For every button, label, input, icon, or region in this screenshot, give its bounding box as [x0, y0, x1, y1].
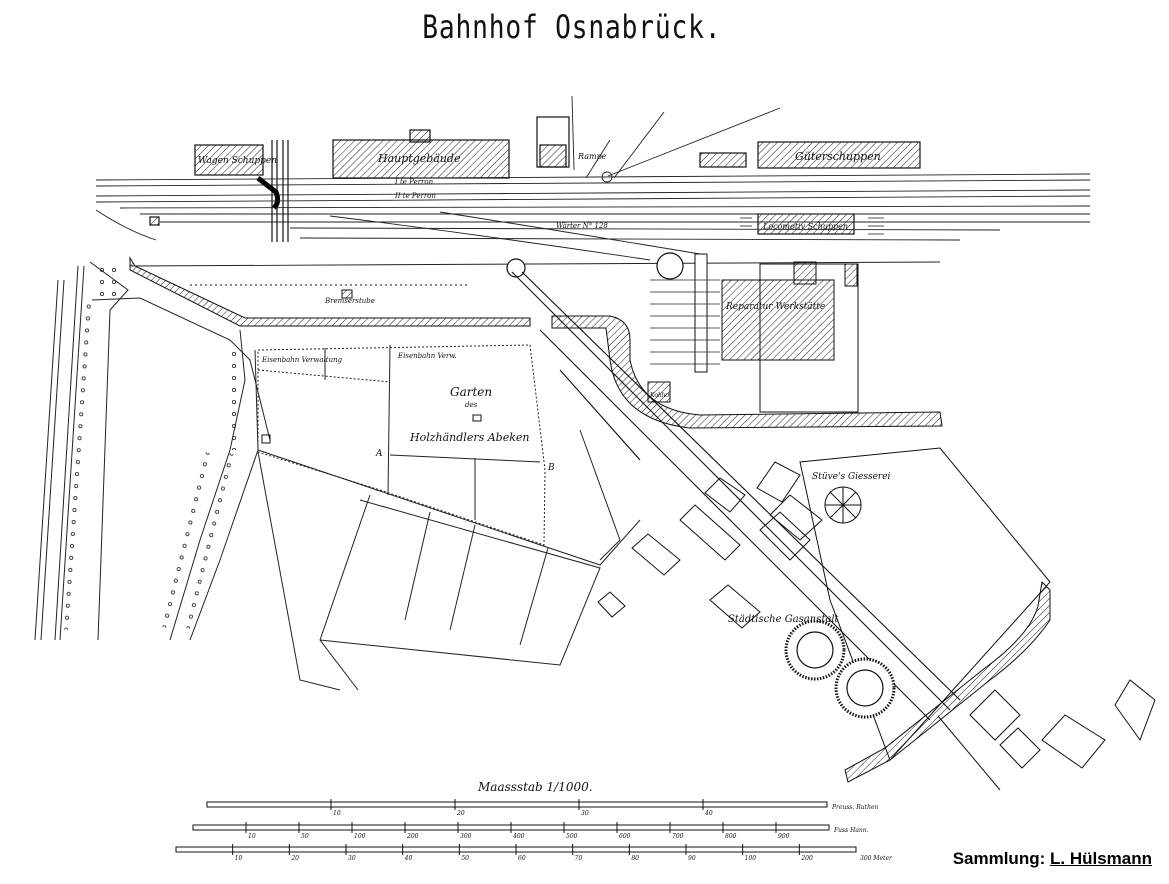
massstab-label: Maassstab 1/1000. — [477, 780, 593, 794]
scale-tick-label: 90 — [688, 855, 696, 862]
scale-tick-label: 700 — [672, 833, 684, 840]
station-buildings — [149, 116, 921, 235]
perron-1-label: I te Perron — [394, 178, 434, 186]
giesserei-buildings — [597, 447, 1051, 761]
scale-tick-label: 500 — [566, 833, 578, 840]
bremserstube-hut — [341, 289, 353, 299]
workshop-annex-2 — [844, 263, 858, 287]
south-plots — [257, 429, 641, 691]
credit-name: L. Hülsmann — [1049, 849, 1152, 868]
scale-fuss-ticks: 10 50 100 200 300 400 500 600 700 800 900 — [245, 822, 790, 840]
turntable-east — [656, 252, 684, 280]
level-crossing — [256, 140, 289, 242]
holzhaendler-label: Holzhändlers Abeken — [409, 431, 529, 444]
perron-2-label: II te Perron — [394, 192, 436, 200]
wagen-schuppen-building — [194, 144, 264, 176]
scale-tick-label: 50 — [461, 855, 469, 862]
marker-a-label: A — [375, 449, 383, 459]
workshop-sidings — [650, 217, 884, 365]
scale-tick-label: 80 — [631, 855, 639, 862]
workshop-area — [190, 253, 859, 413]
scale-tick-label: 40 — [404, 855, 413, 862]
scale-tick-label: 70 — [575, 855, 583, 862]
garden-hut — [261, 434, 271, 444]
scale-tick-label: 60 — [518, 855, 526, 862]
east-buildings — [937, 679, 1156, 791]
scale-tick-label: 400 — [512, 833, 525, 840]
scale-tick-label: 900 — [778, 833, 790, 840]
eisenbahn-verwaltung-label: Eisenbahn Verwaltung — [261, 356, 343, 364]
scale-meter-ticks: 10 20 30 40 50 60 70 80 90 100 200 — [232, 844, 813, 862]
scale-tick-label: 100 — [745, 855, 757, 862]
collection-credit: Sammlung: L. Hülsmann — [949, 848, 1155, 870]
scale-tick-label: 10 — [235, 855, 243, 862]
lokomotiv-schuppen-label: Locomotiv Schuppen — [762, 222, 848, 231]
rampe-label: Rampe — [577, 152, 607, 161]
diagonal-railway — [511, 271, 961, 721]
scale-tick-label: 30 — [348, 855, 356, 862]
scale-tick-label: 40 — [704, 810, 713, 817]
garden-pavilion — [472, 414, 482, 422]
hauptgebaeude-wing — [409, 129, 431, 143]
embankments — [129, 256, 1051, 783]
scale-ruthen-unit: Preuss. Ruthen — [831, 804, 879, 811]
scale-bar-ruthen — [206, 801, 828, 808]
signal-box — [149, 216, 160, 226]
scale-tick-label: 200 — [800, 855, 813, 862]
gasanstalt-gasometers — [784, 619, 896, 719]
scale-tick-label: 600 — [619, 833, 631, 840]
garten-des-label: des — [465, 401, 478, 409]
scale-tick-label: 20 — [456, 810, 465, 817]
wagen-schuppen-label: Wagen Schuppen — [198, 156, 277, 166]
scale-ruthen-ticks: 10 20 30 40 — [330, 799, 713, 817]
turntables — [506, 252, 684, 280]
map-title: Bahnhof Osnabrück. — [422, 8, 722, 46]
bremserstube-label: Bremserstube — [324, 297, 375, 305]
kohlen-shed — [647, 381, 671, 403]
gueterschuppen-building — [757, 141, 921, 169]
hauptgebaeude-label: Hauptgebäude — [377, 152, 461, 165]
scale-section: Maassstab 1/1000. 10 20 30 40 Preuss. Ruthe… — [175, 780, 893, 862]
scale-fuss-unit: Fuss Hann. — [833, 827, 869, 834]
scale-tick-label: 300 — [460, 833, 472, 840]
scale-tick-label: 20 — [290, 855, 299, 862]
turntable-west — [506, 258, 526, 278]
kohlen-label: Kohlen — [649, 392, 671, 399]
credit-prefix: Sammlung: — [952, 849, 1050, 868]
staedtische-gasanstalt-label: Städtische Gasanstalt — [728, 614, 840, 625]
garten-label: Garten — [450, 385, 492, 399]
gueterschuppen-label: Güterschuppen — [795, 150, 881, 163]
scale-meter-unit: 300 Meter — [860, 855, 893, 862]
main-tracks — [95, 95, 1091, 267]
reparatur-werkstaette-building — [721, 279, 835, 361]
garden-area — [257, 344, 546, 546]
stuve-giesserei-label: Stüve's Giesserei — [812, 472, 891, 482]
scale-tick-label: 10 — [248, 833, 256, 840]
scale-tick-label: 200 — [406, 833, 419, 840]
scale-tick-label: 50 — [301, 833, 309, 840]
scale-tick-label: 100 — [354, 833, 366, 840]
map-labels: Wagen Schuppen Hauptgebäude Rampe Güters… — [198, 150, 891, 625]
track-labels: I te Perron II te Perron Wärter N° 128 — [394, 178, 608, 230]
workshop-annex — [793, 261, 817, 285]
reparatur-werkstaette-label: Reparatur Werkstätte — [725, 302, 825, 312]
rampe-platform — [539, 144, 567, 168]
scale-tick-label: 800 — [725, 833, 737, 840]
marker-b-label: B — [547, 463, 555, 473]
waerter-label: Wärter N° 128 — [556, 222, 608, 230]
eisenbahn-verw-label: Eisenbahn Verw. — [397, 352, 457, 360]
tree-rows — [58, 262, 244, 631]
scale-tick-label: 10 — [333, 810, 341, 817]
workshop-yard — [759, 263, 859, 413]
scale-tick-label: 30 — [581, 810, 589, 817]
small-shed — [699, 152, 747, 168]
crane-column — [694, 253, 708, 373]
